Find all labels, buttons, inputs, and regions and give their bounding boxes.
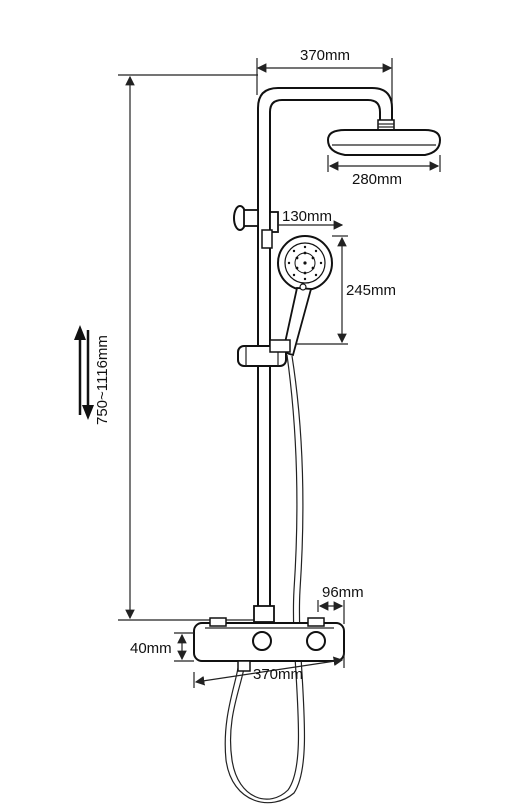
adjust-arrows-icon [74,325,94,420]
thermostatic-valve [193,617,345,672]
lower-pipe-joint [253,605,275,623]
hand-head-width-label: 130mm [282,208,332,225]
bottom-width-dimension: 370mm [193,652,345,688]
shower-arm [257,87,395,640]
hose [224,354,306,804]
hand-head-height-label: 245mm [346,282,396,299]
shelf-depth-dimension: 96mm [317,584,364,624]
bottom-width-label: 370mm [253,666,303,683]
slider-holder [237,339,291,367]
valve-height-dimension: 40mm [130,632,194,662]
wall-bracket-upper [233,205,279,249]
top-width-dimension: 370mm [256,47,393,110]
hand-head-width-dimension: 130mm [277,208,344,232]
temperature-knob [252,631,272,651]
flow-knob [306,631,326,651]
hand-shower [277,235,333,357]
head-diameter-label: 280mm [352,171,402,188]
hand-head-height-dimension: 245mm [296,235,396,345]
shelf-depth-label: 96mm [322,584,364,601]
head-diameter-dimension: 280mm [327,155,441,188]
rain-shower-head [326,129,442,156]
height-range-dimension: 750~1116mm [94,74,258,621]
valve-height-label: 40mm [130,640,172,657]
top-width-label: 370mm [300,47,350,64]
height-range-label: 750~1116mm [94,335,111,425]
